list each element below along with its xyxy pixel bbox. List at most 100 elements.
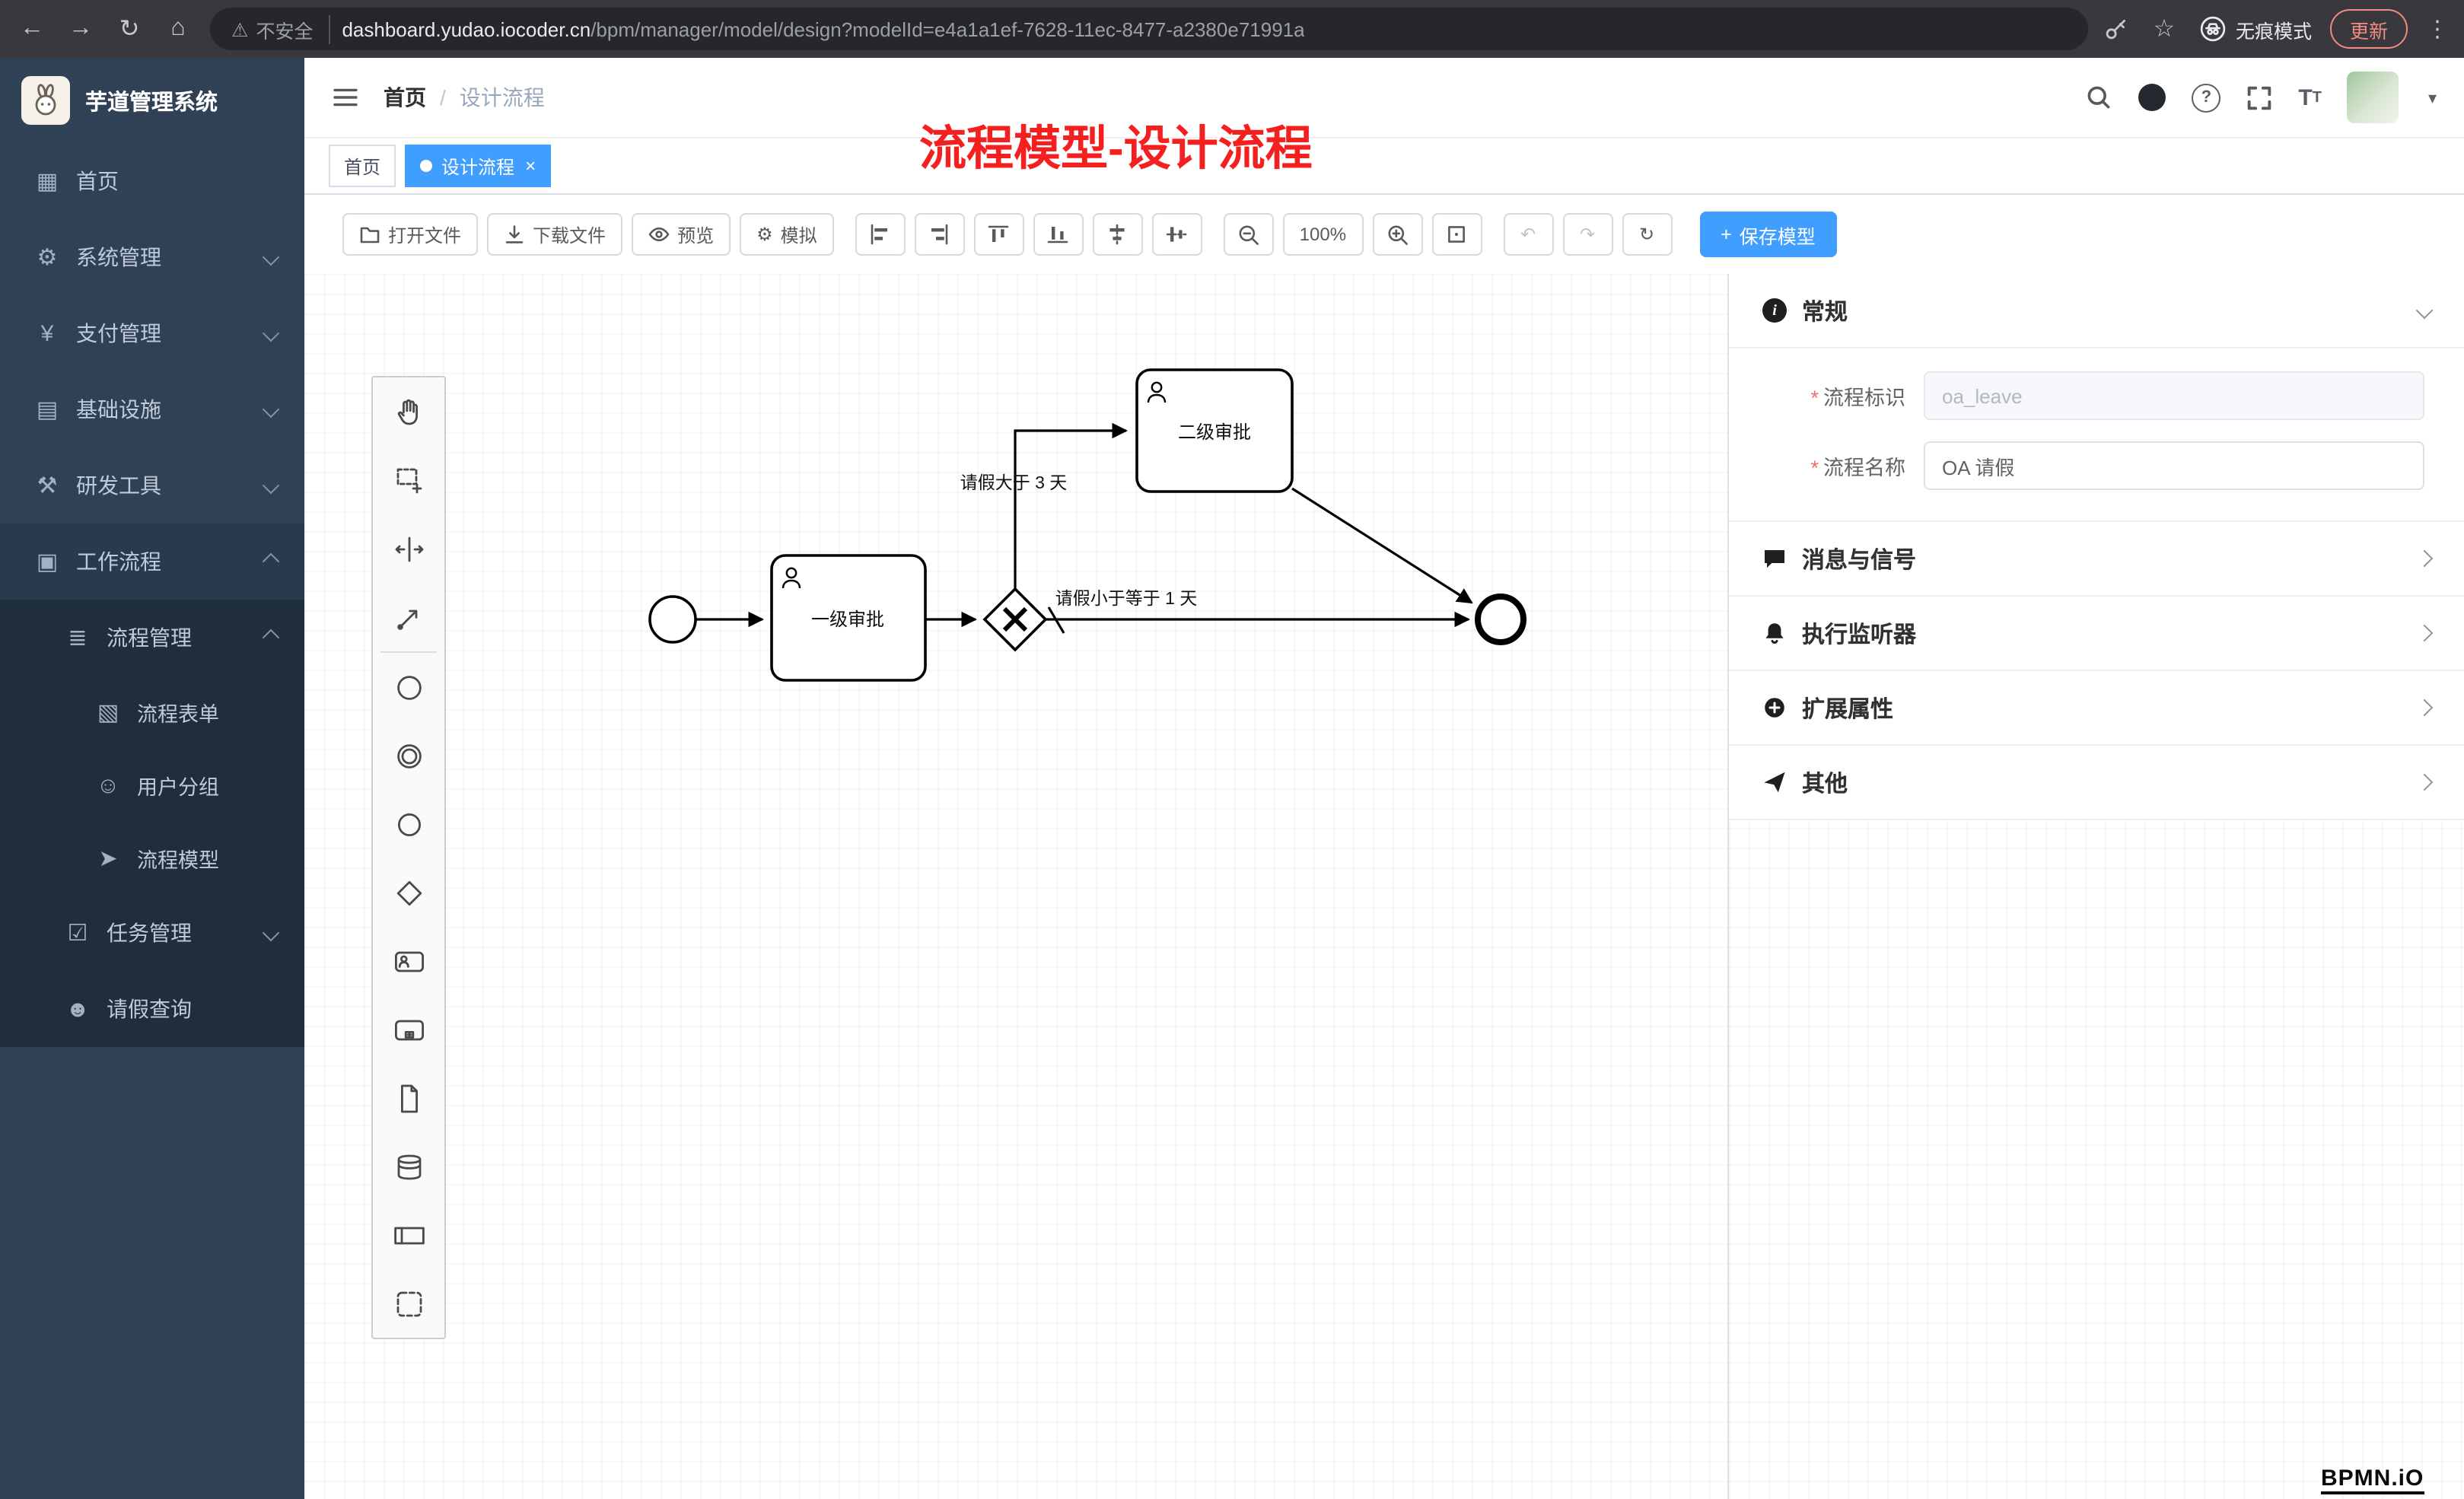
sidebar-item-task-management[interactable]: ☑ 任务管理 [0,895,304,971]
open-file-button[interactable]: 打开文件 [342,213,479,256]
global-connect-tool[interactable] [373,583,444,651]
sidebar-item-leave-query[interactable]: ☻ 请假查询 [0,971,304,1047]
create-group[interactable] [373,1269,444,1338]
zoom-level[interactable]: 100% [1282,213,1364,256]
section-other[interactable]: 其他 [1729,746,2464,820]
collapse-sidebar-icon[interactable] [332,84,359,111]
sidebar-item-payment-management[interactable]: ¥ 支付管理 [0,295,304,371]
tab-design-process[interactable]: 设计流程 × [405,145,552,187]
task-second-approval[interactable] [1135,368,1294,493]
section-general[interactable]: i 常规 [1729,274,2464,348]
chevron-down-icon [262,400,280,419]
forward-icon[interactable]: → [68,15,93,41]
create-user-task[interactable] [373,927,444,995]
zoom-in-button[interactable] [1372,213,1423,256]
github-icon[interactable] [2138,84,2166,111]
sidebar-item-process-model[interactable]: ➤ 流程模型 [0,822,304,895]
preview-button[interactable]: 预览 [632,213,731,256]
create-subprocess[interactable] [373,995,444,1064]
bookmark-star-icon[interactable]: ☆ [2153,17,2176,43]
align-center-horizontal-button[interactable] [1092,213,1143,256]
bpmn-palette [371,376,446,1339]
help-icon[interactable]: ? [2192,83,2221,112]
sidebar-item-label: 流程模型 [137,849,219,872]
create-gateway[interactable] [373,858,444,927]
zoom-out-button[interactable] [1223,213,1274,256]
fullscreen-icon[interactable] [2246,84,2272,110]
bpmn-diagram[interactable]: 一级审批 二级审批 请假大于 3 天 [304,274,2464,1499]
reload-icon[interactable]: ↻ [119,17,140,43]
align-top-button[interactable] [973,213,1024,256]
sidebar-item-label: 流程表单 [137,703,219,726]
align-bottom-button[interactable] [1033,213,1084,256]
hand-tool[interactable] [373,377,444,446]
button-label: 打开文件 [388,224,462,246]
space-tool[interactable] [373,514,444,583]
align-left-button[interactable] [855,213,906,256]
align-center-vertical-button[interactable] [1151,213,1202,256]
bpmnio-watermark[interactable]: BPMN.iO [2321,1466,2424,1494]
end-event[interactable] [1475,594,1526,645]
url-text: dashboard.yudao.iocoder.cn/bpm/manager/m… [342,18,1304,40]
search-icon[interactable] [2085,84,2112,111]
section-title: 执行监听器 [1802,622,1917,648]
align-right-icon [931,224,948,245]
start-event[interactable] [648,595,697,644]
sidebar-item-user-group[interactable]: ☺ 用户分组 [0,749,304,822]
breadcrumb: 首页 / 设计流程 [384,82,545,113]
create-participant[interactable] [373,1201,444,1269]
sidebar-item-system-management[interactable]: ⚙ 系统管理 [0,219,304,295]
align-bottom-icon [1048,227,1068,243]
info-icon: i [1762,298,1787,323]
create-intermediate-event[interactable] [373,721,444,790]
restart-button[interactable]: ↻ [1622,213,1673,256]
create-end-event[interactable] [373,790,444,858]
sidebar-item-dev-tools[interactable]: ⚒ 研发工具 [0,447,304,524]
palette-separator [380,651,437,653]
close-icon[interactable]: × [525,155,536,177]
back-icon[interactable]: ← [20,15,44,41]
avatar-caret-icon[interactable]: ▾ [2427,89,2437,107]
tab-label: 设计流程 [441,156,515,177]
key-icon[interactable] [2103,16,2129,42]
lasso-tool[interactable] [373,446,444,514]
section-message-signal[interactable]: 消息与信号 [1729,522,2464,597]
breadcrumb-home[interactable]: 首页 [384,85,426,110]
create-start-event[interactable] [373,653,444,721]
simulate-button[interactable]: ⚙ 模拟 [740,213,834,256]
sidebar-item-process-management[interactable]: ≣ 流程管理 [0,600,304,676]
create-data-store[interactable] [373,1132,444,1201]
sidebar-item-process-form[interactable]: ▧ 流程表单 [0,676,304,749]
save-model-button[interactable]: + 保存模型 [1699,212,1837,257]
align-right-button[interactable] [914,213,965,256]
undo-button[interactable]: ↶ [1503,213,1554,256]
task-first-approval[interactable] [770,554,927,682]
process-key-input[interactable] [1924,371,2424,420]
sidebar-item-infrastructure[interactable]: ▤ 基础设施 [0,371,304,447]
update-button[interactable]: 更新 [2329,9,2408,49]
sidebar-item-label: 任务管理 [107,921,192,945]
gear-icon: ⚙ [756,224,773,245]
security-chip[interactable]: ⚠ 不安全 [231,14,330,43]
zoom-reset-button[interactable] [1431,213,1482,256]
avatar[interactable] [2347,72,2399,123]
create-data-object[interactable] [373,1064,444,1132]
flow-gateway-to-task2[interactable] [1014,422,1129,589]
browser-menu-icon[interactable]: ⋮ [2426,17,2449,43]
align-center-horizontal-icon [1110,224,1125,245]
download-file-button[interactable]: 下载文件 [487,213,623,256]
section-execution-listener[interactable]: 执行监听器 [1729,597,2464,671]
redo-icon: ↷ [1580,224,1596,245]
section-extended-attrs[interactable]: 扩展属性 [1729,671,2464,746]
sidebar-item-home[interactable]: ▦ 首页 [0,143,304,219]
flow-task2-to-end[interactable] [1291,487,1473,604]
process-name-input[interactable] [1924,441,2424,490]
tab-home[interactable]: 首页 [329,145,396,187]
sidebar-item-workflow[interactable]: ▣ 工作流程 [0,524,304,600]
undo-icon: ↶ [1520,224,1536,245]
home-icon[interactable]: ⌂ [170,15,186,41]
warning-icon: ⚠ [231,19,249,40]
redo-button[interactable]: ↷ [1562,213,1613,256]
address-bar[interactable]: ⚠ 不安全 dashboard.yudao.iocoder.cn/bpm/man… [210,8,2088,50]
